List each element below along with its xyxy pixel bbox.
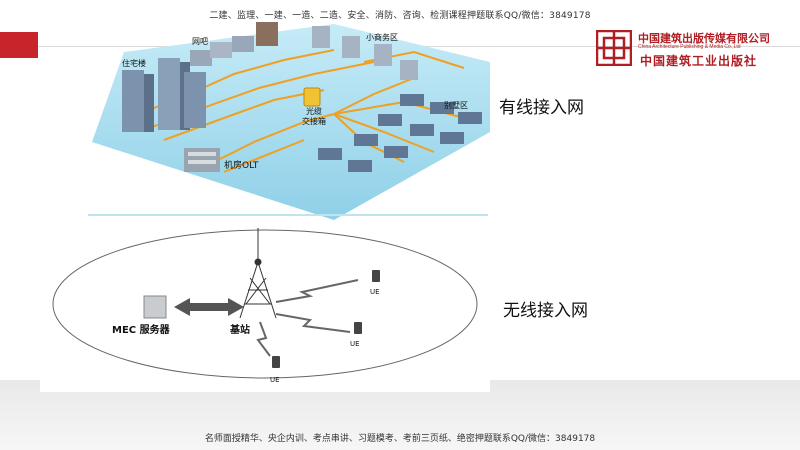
office-tower <box>256 22 278 46</box>
wireless-network-diagram: UE UE UE MEC 服务器 基站 <box>40 222 490 392</box>
base-station-tower-icon <box>239 228 277 319</box>
villa-houses <box>318 94 482 172</box>
label-fiber-box-2: 交接箱 <box>302 116 326 126</box>
internet-cafe-buildings <box>190 36 254 66</box>
ue-label-2: UE <box>350 340 360 348</box>
ue-label-3: UE <box>270 376 280 384</box>
wired-network-diagram: 住宅楼 网吧 小商务区 别墅区 光缆 交接箱 机房OLT <box>92 22 490 220</box>
ue-device-icons <box>272 270 380 368</box>
wireless-links <box>256 279 359 357</box>
label-commercial: 小商务区 <box>366 32 398 42</box>
olt-building-icon <box>184 148 220 172</box>
commercial-buildings <box>312 26 418 80</box>
wired-access-title: 有线接入网 <box>499 98 584 118</box>
accent-tab <box>0 32 38 58</box>
publisher-logo: 中国建筑出版传媒有限公司 China Architecture Publishi… <box>596 26 796 72</box>
ue-label-1: UE <box>370 288 380 296</box>
label-base-station: 基站 <box>229 323 250 336</box>
bottom-banner-text: 名师面授精华、央企内训、考点串讲、习题模考、考前三页纸、绝密押题联系QQ/微信：… <box>204 434 596 444</box>
label-fiber-box-1: 光缆 <box>306 106 322 116</box>
mec-link-arrow-icon <box>174 298 244 316</box>
coverage-ellipse <box>52 229 478 379</box>
label-villa: 别墅区 <box>444 100 468 110</box>
label-internet-cafe: 网吧 <box>192 37 208 46</box>
residential-buildings <box>122 58 206 132</box>
wireless-access-title: 无线接入网 <box>503 301 588 321</box>
section-divider <box>88 214 488 216</box>
label-residential: 住宅楼 <box>122 58 146 68</box>
fiber-box-icon <box>303 87 321 107</box>
mec-server-icon <box>143 295 167 319</box>
label-olt: 机房OLT <box>224 159 259 171</box>
publisher-name-cn: 中国建筑出版传媒有限公司 <box>638 32 770 45</box>
top-banner-text: 二建、监理、一建、一造、二造、安全、消防、咨询、检测课程押题联系QQ/微信：38… <box>209 11 591 21</box>
publisher-name-en: China Architecture Publishing & Media Co… <box>638 44 741 50</box>
publisher-logo-icon <box>596 30 632 66</box>
label-mec: MEC 服务器 <box>112 323 171 336</box>
publisher-sub-cn: 中国建筑工业出版社 <box>640 54 758 68</box>
